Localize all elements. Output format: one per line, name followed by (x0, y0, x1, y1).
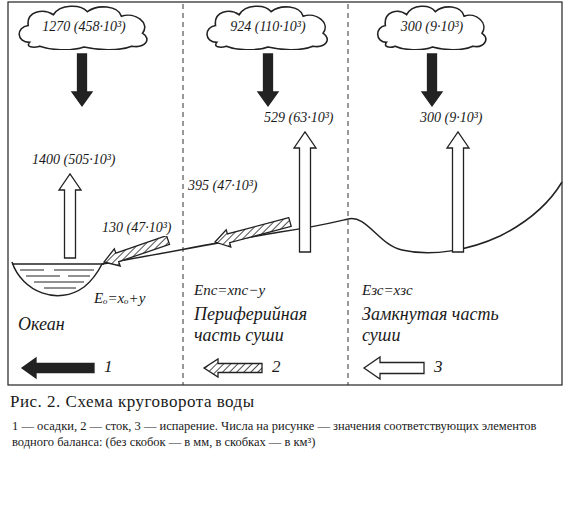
balance-equation: Eзс=xзс (360, 282, 415, 299)
legend-number: 1 (104, 357, 113, 377)
runoff-value: 130 (47·10³) (100, 220, 174, 236)
zone-name: Периферийная часть суши (192, 304, 346, 345)
runoff-value: 395 (47·10³) (186, 178, 260, 194)
precipitation-value: 300 (9·10³) (401, 19, 464, 35)
precipitation-arrow (258, 54, 278, 106)
cloud: 1270 (458·10³) (16, 4, 152, 50)
zone-name: Океан (16, 314, 170, 335)
cloud: 300 (9·10³) (375, 4, 490, 50)
zone-name: Замкнутая часть суши (360, 304, 514, 345)
legend-number: 3 (434, 357, 443, 377)
caption-note: 1 — осадки, 2 — сток, 3 — испарение. Чис… (10, 418, 562, 451)
flow-arrows (22, 54, 469, 379)
evaporation-arrow (447, 132, 469, 252)
legend-item: 2 (238, 357, 281, 377)
runoff-arrow (215, 218, 291, 247)
water-lines (20, 270, 94, 288)
precipitation-arrow (422, 54, 442, 106)
zone-divider (183, 4, 184, 385)
balance-equation: Eₒ=xₒ+y (92, 290, 147, 307)
legend-item: 1 (70, 357, 113, 377)
precipitation-value: 1270 (458·10³) (42, 19, 126, 35)
figure-caption: Рис. 2. Схема круговорота воды (10, 392, 255, 412)
evaporation-value: 529 (63·10³) (262, 110, 336, 126)
evaporation-arrow (294, 132, 316, 252)
ocean-basin (12, 262, 102, 296)
cloud: 924 (110·10³) (204, 4, 332, 50)
frame (8, 2, 562, 385)
zone-divider (348, 4, 349, 385)
ocean-surface (12, 263, 104, 265)
legend-number: 2 (272, 357, 281, 377)
runoff-arrow (204, 359, 262, 377)
precipitation-arrow (22, 358, 94, 378)
runoff-arrow (104, 236, 170, 266)
evaporation-arrow (59, 174, 81, 258)
evaporation-arrow (364, 357, 424, 379)
evaporation-value: 1400 (505·10³) (30, 152, 118, 168)
precipitation-value: 924 (110·10³) (230, 19, 305, 35)
legend-item: 3 (400, 357, 443, 377)
precipitation-arrow (72, 54, 92, 106)
evaporation-value: 300 (9·10³) (418, 110, 485, 126)
balance-equation: Eпс=xпс−y (192, 282, 267, 299)
